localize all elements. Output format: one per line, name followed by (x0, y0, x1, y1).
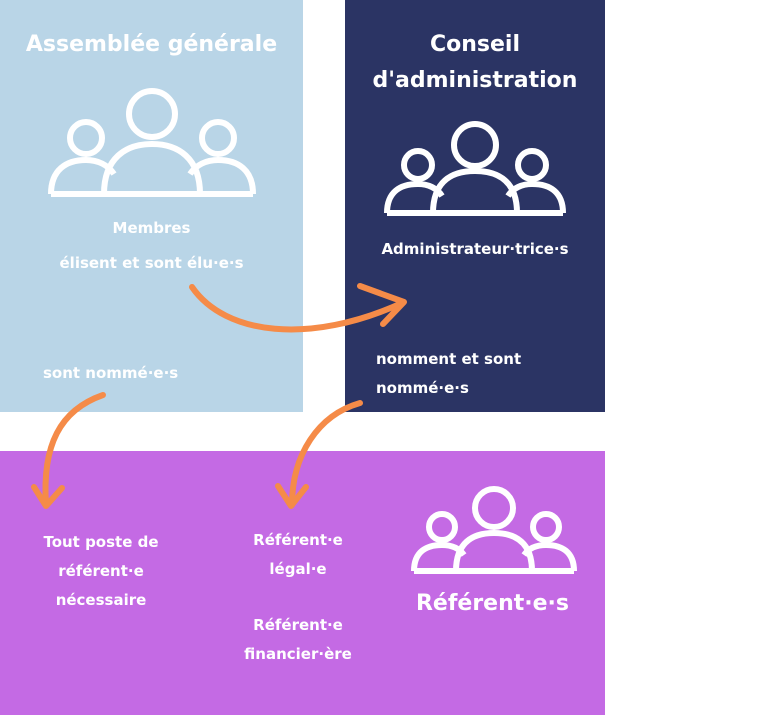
conseil-nomment-line1: nomment et sont (376, 350, 522, 368)
group-people-icon (384, 121, 566, 216)
referent-financier-line1: Référent·e (253, 616, 343, 634)
referent-legal-line1: Référent·e (253, 531, 343, 549)
conseil-administration-box: Conseil d'administration Administrateur·… (345, 0, 605, 412)
referent-legal-line2: légal·e (269, 560, 327, 578)
referents-poste-line3: nécessaire (55, 591, 147, 609)
arrow-assemblee-to-conseil (189, 283, 407, 333)
referents-title: Référent·e·s (415, 591, 570, 616)
conseil-title-line2: d'administration (372, 68, 578, 93)
group-people-icon (411, 486, 577, 574)
assemblee-generale-box: Assemblée générale Membres élisent et so… (0, 0, 303, 412)
assemblee-membres: Membres (112, 219, 191, 237)
assemblee-sont-nommes: sont nommé·e·s (43, 364, 179, 382)
assemblee-elisent: élisent et sont élu·e·s (59, 254, 244, 272)
group-people-icon (48, 88, 256, 197)
arrow-conseil-to-referents (275, 400, 363, 509)
referent-financier-line2: financier·ère (244, 645, 352, 663)
referents-box: Tout poste de référent·e nécessaire Réfé… (0, 451, 605, 715)
assemblee-title: Assemblée générale (25, 32, 278, 57)
conseil-administrateurs: Administrateur·trice·s (381, 240, 569, 258)
referents-poste-line1: Tout poste de (43, 533, 159, 551)
conseil-title-line1: Conseil (429, 32, 521, 57)
arrow-assemblee-to-referents (31, 392, 106, 509)
conseil-nomment-line2: nommé·e·s (376, 379, 469, 397)
referents-poste-line2: référent·e (58, 562, 144, 580)
